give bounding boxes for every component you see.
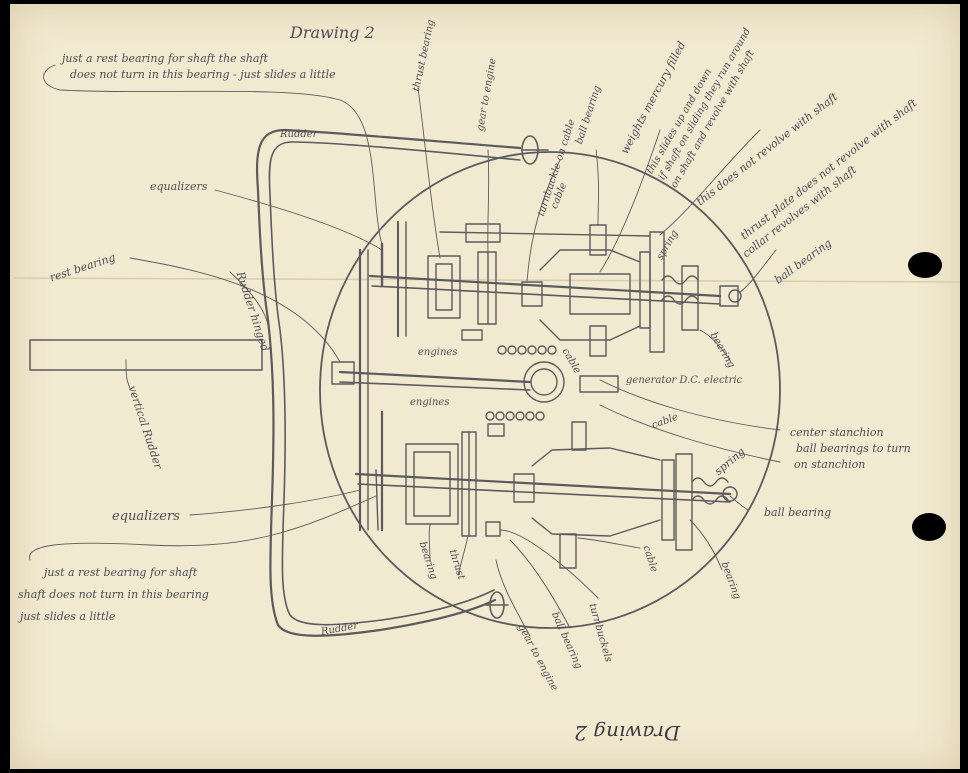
rudder-loop-inner — [268, 141, 521, 626]
hull-circle — [319, 151, 781, 629]
label-center-stanchion: center stanchion — [790, 426, 884, 439]
page-title: Drawing 2 — [290, 23, 375, 42]
label-rudder-top: Rudder — [280, 129, 318, 140]
leader-lines — [29, 64, 781, 637]
label-equalizers-bottom: equalizers — [112, 509, 180, 524]
label-equalizers-top: equalizers — [150, 180, 208, 193]
upper-assembly — [368, 221, 742, 357]
label-engines-top: engines — [418, 347, 458, 358]
punch-hole-bottom — [912, 513, 946, 541]
label-rest-bottom-3: just slides a little — [20, 610, 116, 623]
vertical-rudder — [29, 339, 263, 371]
label-engines-mid: engines — [410, 397, 450, 408]
label-rest-top-1: just a rest bearing for shaft the shaft — [62, 52, 268, 65]
lower-assembly — [354, 410, 738, 569]
paper-fold — [13, 277, 961, 283]
paper-sheet — [10, 4, 960, 769]
label-mirror-title: Drawing 2 — [574, 721, 680, 745]
label-ball-bearings-2: on stanchion — [794, 458, 866, 471]
engine-cylinders-top — [497, 345, 557, 355]
pulley-bottom — [485, 591, 509, 619]
label-rest-bottom-2: shaft does not turn in this bearing — [18, 588, 209, 601]
label-generator: generator D.C. electric — [626, 375, 743, 386]
label-ball-bearing-lower: ball bearing — [764, 506, 832, 519]
label-ball-bearings-1: ball bearings to turn — [796, 442, 911, 455]
middle-assembly — [331, 248, 619, 532]
pulley-top — [521, 135, 549, 165]
label-rest-top-2: does not turn in this bearing - just sli… — [70, 68, 336, 81]
label-rest-bottom-1: just a rest bearing for shaft — [44, 566, 198, 579]
engine-cylinders-mid — [485, 411, 545, 421]
punch-hole-top — [908, 252, 942, 278]
rudder-loop — [255, 128, 522, 637]
